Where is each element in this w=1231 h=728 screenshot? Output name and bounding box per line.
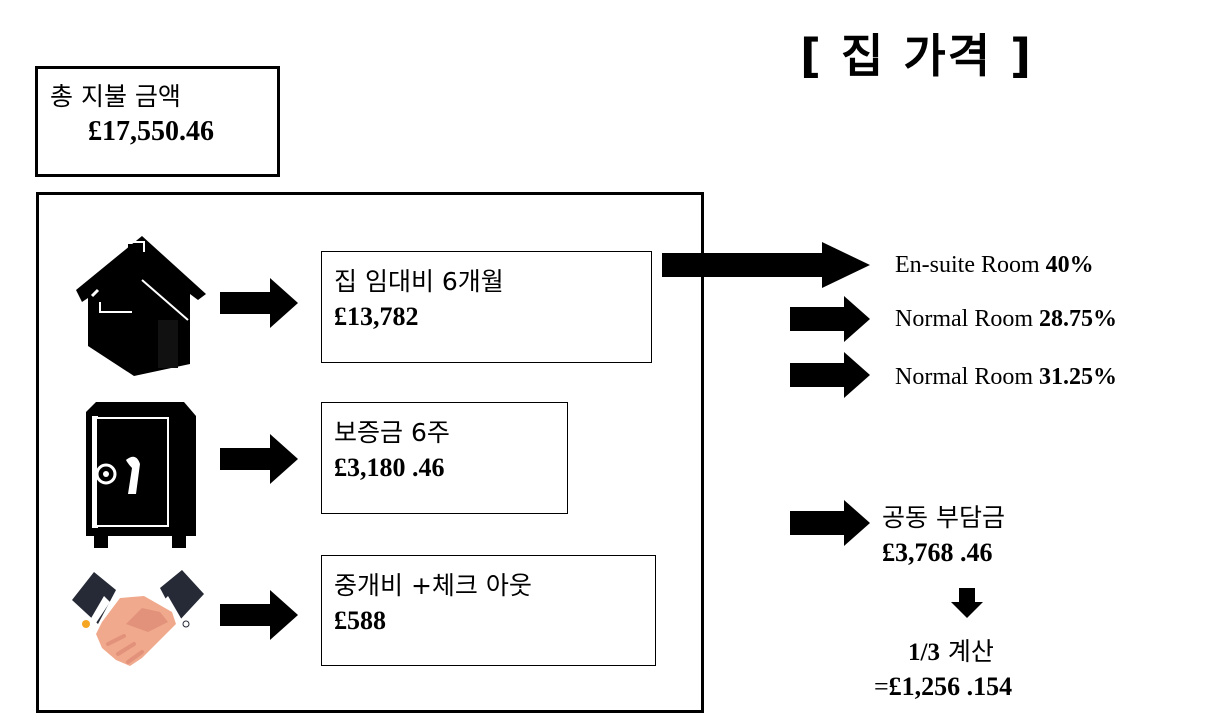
rent-label: 집 임대비 6개월 — [334, 267, 504, 296]
rent-box: 집 임대비 6개월 £13,782 — [321, 251, 652, 363]
deposit-value: £3,180 .46 — [334, 453, 445, 482]
room-1-name: En-suite Room — [895, 252, 1040, 278]
room-2-name: Normal Room — [895, 306, 1033, 332]
total-amount-value: £17,550.46 — [88, 116, 214, 147]
agency-value: £588 — [334, 606, 386, 635]
shared-cost-value: £3,768 .46 — [882, 538, 993, 567]
shared-cost-label: 공동 부담금 — [882, 503, 1005, 532]
deposit-label: 보증금 6주 — [334, 418, 450, 447]
house-icon — [76, 236, 206, 376]
split-fraction: 1/3 — [908, 639, 940, 666]
split-result-value: £1,256 .154 — [888, 672, 1013, 701]
deposit-box: 보증금 6주 £3,180 .46 — [321, 402, 568, 514]
room-3: Normal Room 31.25% — [895, 364, 1117, 391]
arrow-room-3-icon — [790, 352, 870, 398]
arrow-down-icon — [951, 588, 983, 618]
split-calc: 1/3 계산 — [908, 632, 994, 668]
agency-box: 중개비 +체크 아웃 £588 — [321, 555, 656, 666]
room-1-percent: 40% — [1045, 252, 1094, 278]
room-1: En-suite Room 40% — [895, 252, 1094, 279]
split-result: =£1,256 .154 — [874, 672, 1012, 702]
arrow-room-2-icon — [790, 296, 870, 342]
arrow-shared-icon — [790, 500, 870, 546]
handshake-icon — [72, 570, 204, 666]
room-3-percent: 31.25% — [1039, 364, 1117, 390]
page-title: [ 집 가격 ] — [800, 29, 1034, 83]
arrow-deposit-icon — [220, 434, 298, 484]
split-label: 계산 — [947, 637, 994, 666]
split-result-prefix: = — [874, 672, 889, 701]
rent-value: £13,782 — [334, 302, 419, 331]
agency-label: 중개비 +체크 아웃 — [334, 571, 532, 600]
total-amount-label: 총 지불 금액 — [50, 82, 181, 111]
total-amount-box: 총 지불 금액 £17,550.46 — [35, 66, 280, 177]
room-3-name: Normal Room — [895, 364, 1033, 390]
arrow-rooms-icon — [662, 242, 870, 288]
safe-icon — [86, 402, 196, 548]
arrow-agency-icon — [220, 590, 298, 640]
arrow-rent-icon — [220, 278, 298, 328]
room-2-percent: 28.75% — [1039, 306, 1117, 332]
room-2: Normal Room 28.75% — [895, 306, 1117, 333]
